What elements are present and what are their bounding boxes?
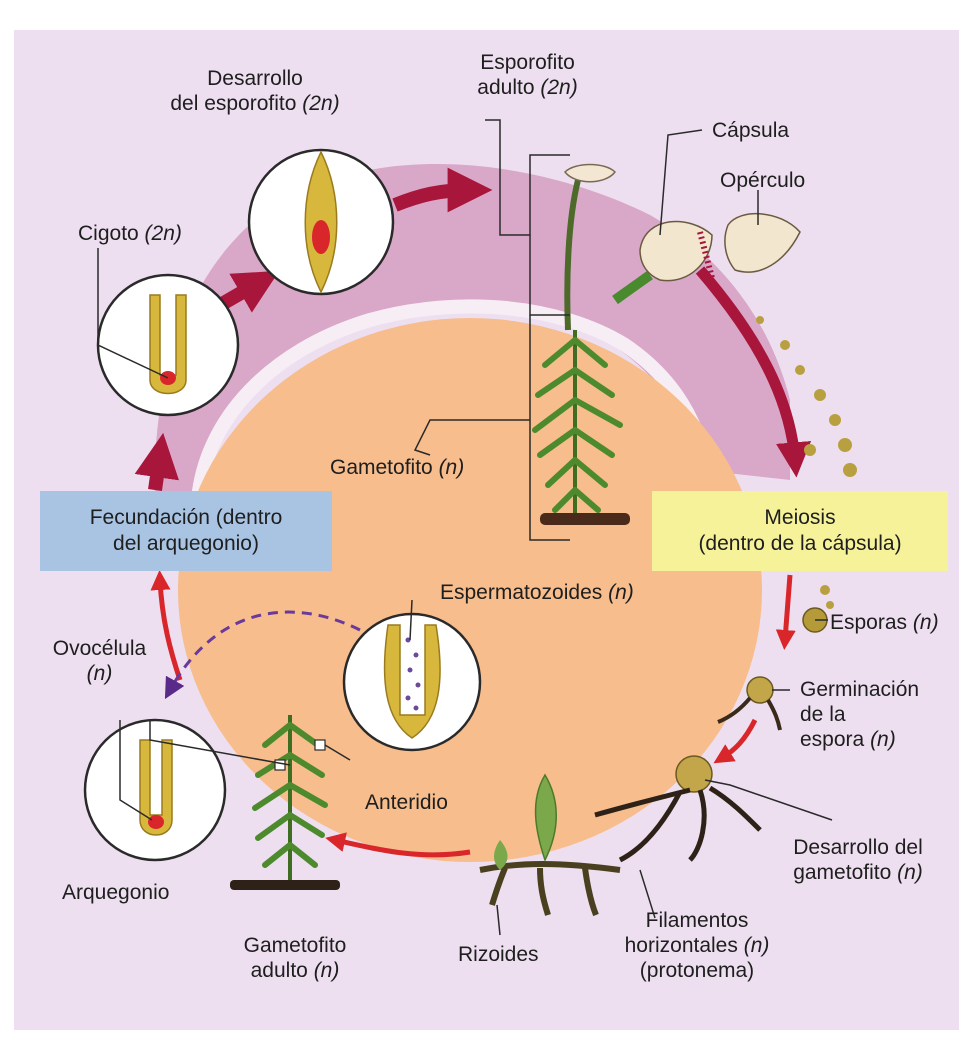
ploidy-n: (n) [913, 611, 939, 634]
label-esporofito-adulto-line1: Esporofito [450, 50, 605, 75]
label-germinacion: Germinación de la espora (n) [800, 677, 919, 752]
label-desarrollo-esporofito-line1: Desarrollo [120, 66, 390, 91]
label-ovocelula-text: Ovocélula [42, 636, 157, 661]
label-gametofito-adulto-line1: Gametofito [220, 933, 370, 958]
label-rizoides: Rizoides [458, 942, 539, 967]
ploidy-2n: (2n) [145, 222, 182, 245]
ploidy-2n: (2n) [302, 92, 339, 115]
ploidy-n: (n) [439, 456, 465, 479]
label-gametofito-adulto-line2: adulto [251, 959, 308, 982]
label-gametofito-text: Gametofito [330, 456, 433, 479]
zygote-circle-icon [98, 275, 238, 415]
label-filamentos-line3: (protonema) [592, 958, 802, 983]
label-esporofito-adulto: Esporofito adulto (2n) [450, 50, 605, 100]
label-germinacion-line3: espora [800, 728, 864, 751]
label-cigoto-text: Cigoto [78, 222, 139, 245]
label-esporofito-adulto-line2: adulto [477, 76, 534, 99]
label-filamentos-line2: horizontales [625, 934, 738, 957]
ploidy-n: (n) [744, 934, 770, 957]
ploidy-n: (n) [314, 959, 340, 982]
ploidy-n: (n) [897, 861, 923, 884]
label-germinacion-line2: de la [800, 702, 919, 727]
label-desarrollo-esporofito-line2: del esporofito [170, 92, 296, 115]
arrow-fertilization-to-zygote [155, 455, 160, 490]
ploidy-2n: (2n) [540, 76, 577, 99]
label-desarrollo-esporofito: Desarrollo del esporofito (2n) [120, 66, 390, 116]
antheridium-circle-icon [344, 614, 480, 750]
meiosis-line2: (dentro de la cápsula) [652, 531, 948, 557]
label-filamentos-line1: Filamentos [592, 908, 802, 933]
label-esporas-text: Esporas [830, 611, 907, 634]
label-desarrollo-gametofito-line1: Desarrollo del [768, 835, 948, 860]
label-arquegonio: Arquegonio [62, 880, 169, 905]
embryo-circle-icon [249, 150, 393, 294]
ploidy-n: (n) [870, 728, 896, 751]
label-capsula: Cápsula [712, 118, 789, 143]
fertilization-line1: Fecundación (dentro [40, 505, 332, 531]
label-gametofito-adulto: Gametofito adulto (n) [220, 933, 370, 983]
label-esporas: Esporas (n) [830, 610, 939, 635]
label-ovocelula: Ovocélula (n) [42, 636, 157, 686]
label-desarrollo-gametofito-line2: gametofito [793, 861, 891, 884]
label-espermatozoides: Espermatozoides (n) [440, 580, 634, 605]
meiosis-label: Meiosis (dentro de la cápsula) [652, 505, 948, 557]
fertilization-line2: del arquegonio) [40, 531, 332, 557]
label-germinacion-line1: Germinación [800, 677, 919, 702]
label-anteridio: Anteridio [365, 790, 448, 815]
label-gametofito: Gametofito (n) [330, 455, 464, 480]
meiosis-line1: Meiosis [652, 505, 948, 531]
label-filamentos: Filamentos horizontales (n) (protonema) [592, 908, 802, 983]
fertilization-label: Fecundación (dentro del arquegonio) [40, 505, 332, 557]
label-desarrollo-gametofito: Desarrollo del gametofito (n) [768, 835, 948, 885]
label-operculo: Opérculo [720, 168, 805, 193]
label-espermatozoides-text: Espermatozoides [440, 581, 602, 604]
label-cigoto: Cigoto (2n) [78, 221, 182, 246]
ploidy-n: (n) [608, 581, 634, 604]
ploidy-n: (n) [87, 662, 113, 685]
